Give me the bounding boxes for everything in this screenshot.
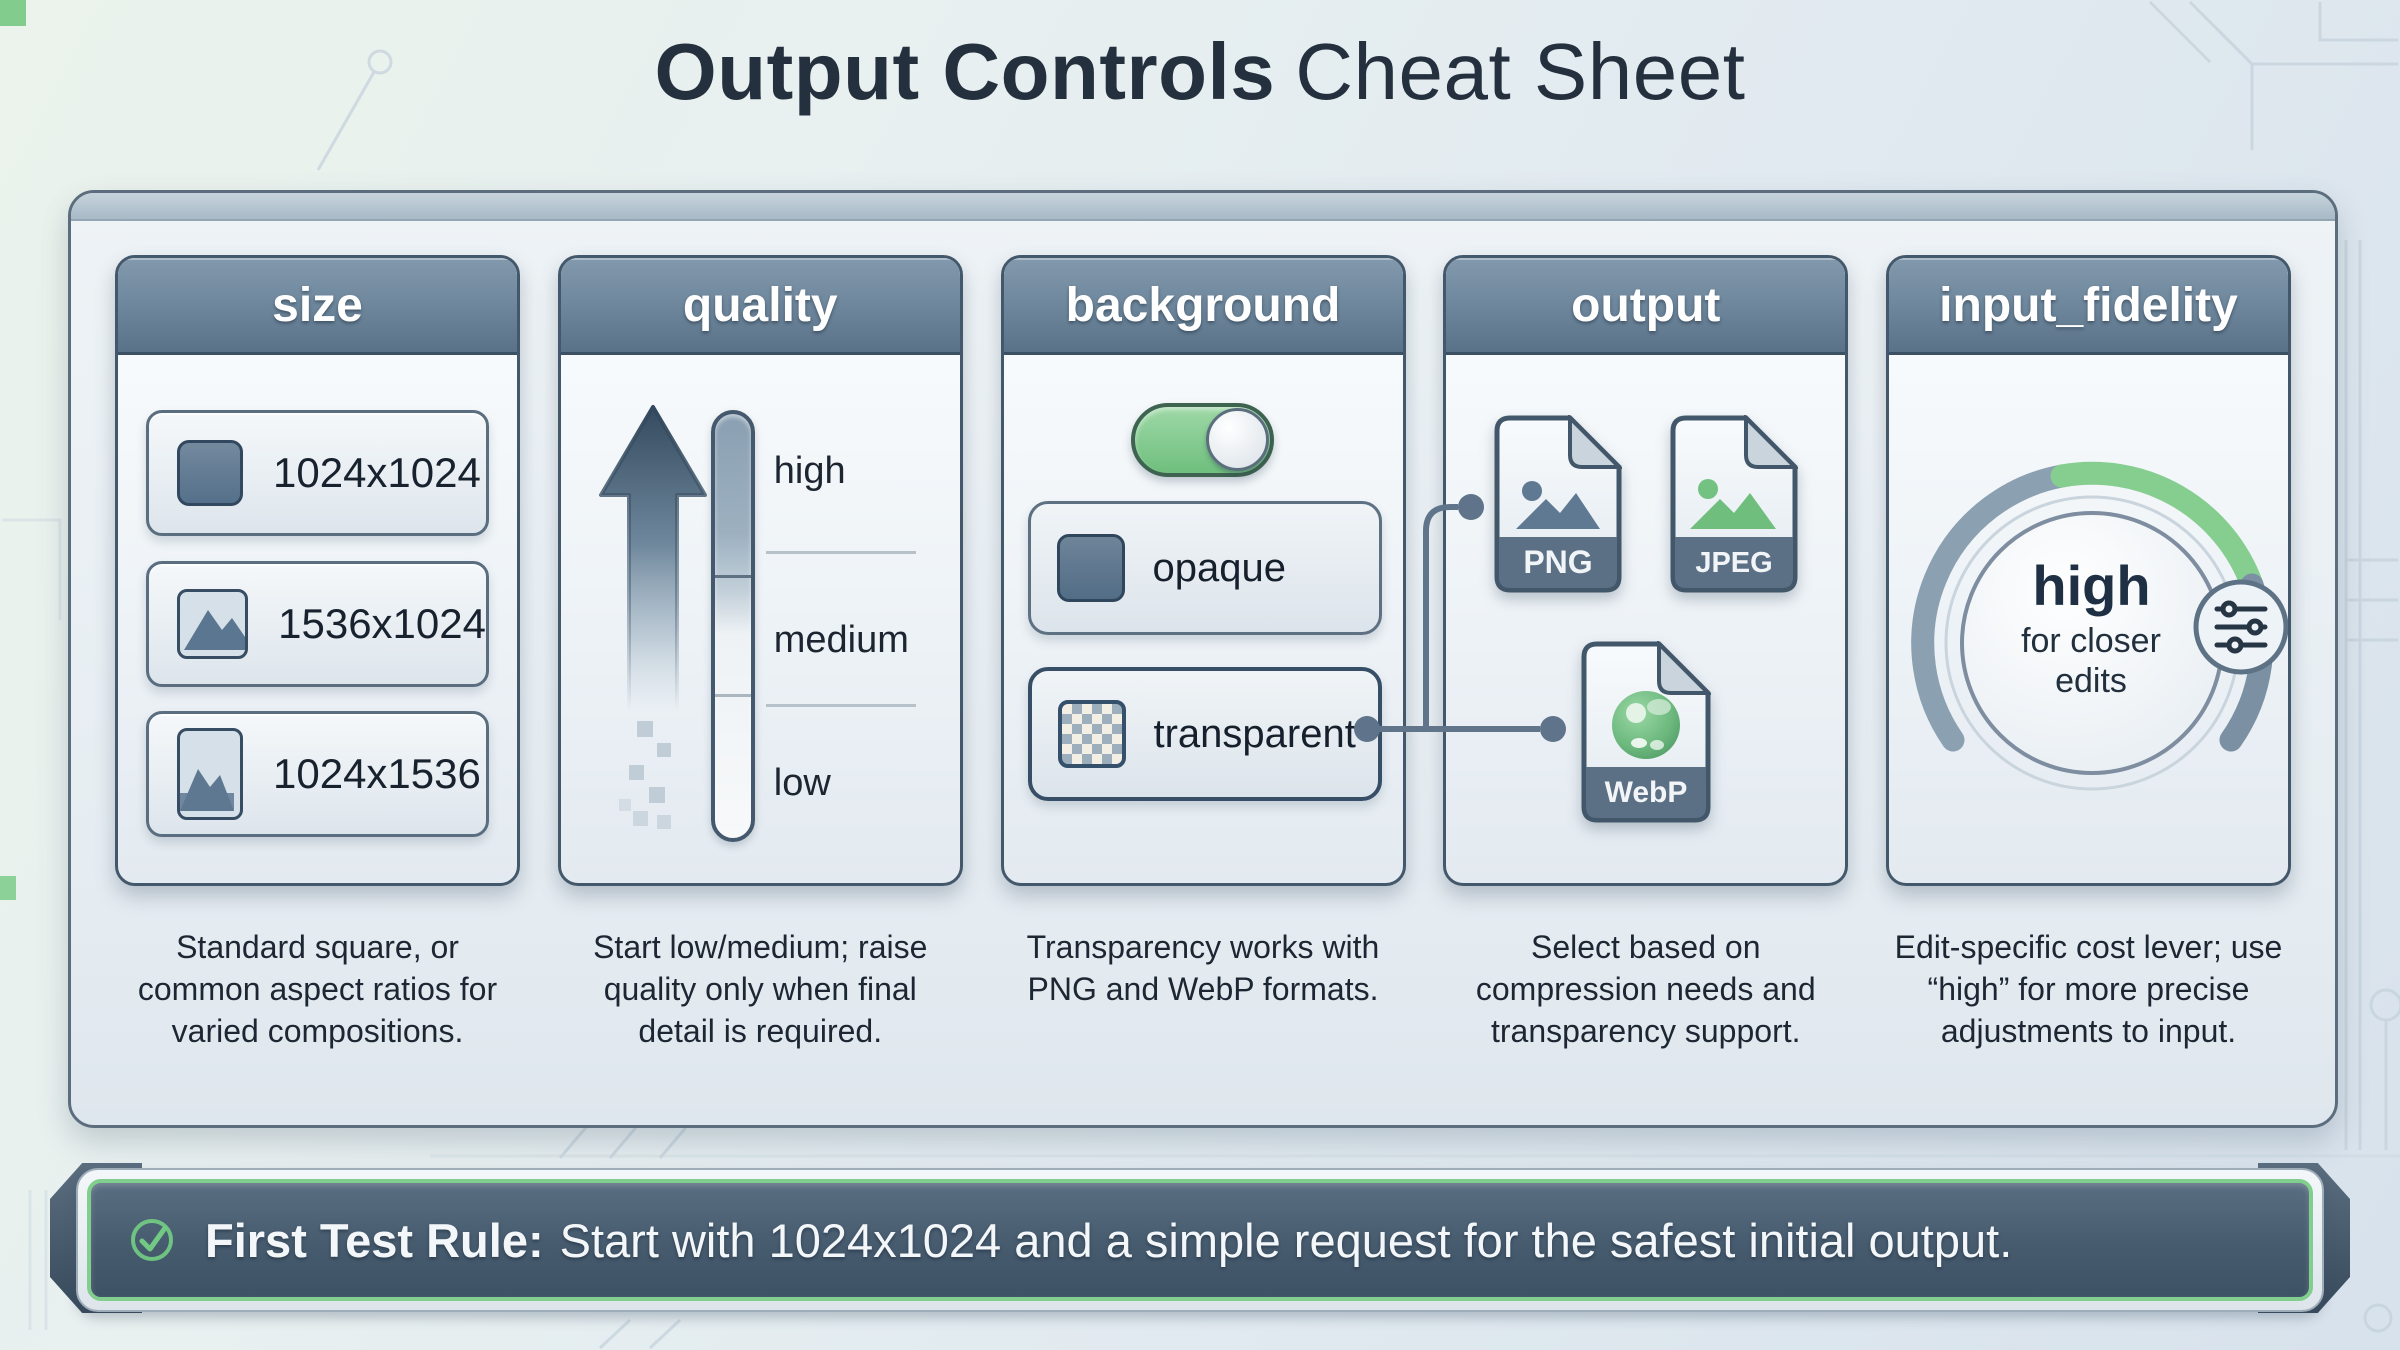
size-panel-body: 1024x1024 1536x1024 bbox=[118, 355, 517, 883]
input-fidelity-description: Edit-specific cost lever; use “high” for… bbox=[1894, 929, 2283, 1050]
svg-text:PNG: PNG bbox=[1523, 544, 1592, 580]
banner-inner: First Test Rule: Start with 1024x1024 and… bbox=[87, 1179, 2313, 1301]
format-icons-row: PNG JPEG bbox=[1446, 415, 1845, 593]
landscape-image-icon bbox=[177, 589, 249, 659]
fidelity-dial bbox=[1911, 461, 2288, 791]
up-arrow-icon bbox=[598, 405, 707, 829]
banner-rule-text: Start with 1024x1024 and a simple reques… bbox=[559, 1213, 2013, 1267]
background-panel: background opaque transparent bbox=[1000, 255, 1406, 886]
size-description: Standard square, or common aspect ratios… bbox=[137, 929, 498, 1050]
column-background: background opaque transparent bbox=[1000, 255, 1406, 1053]
page-title-strong: Output Controls bbox=[654, 27, 1276, 116]
column-output: output PNG bbox=[1443, 255, 1849, 1053]
quality-panel-header: quality bbox=[560, 258, 960, 355]
banner-rule-label: First Test Rule: bbox=[205, 1213, 544, 1267]
background-option-label: opaque bbox=[1152, 545, 1286, 590]
corner-green-pixel bbox=[0, 0, 26, 26]
svg-text:WebP: WebP bbox=[1604, 776, 1687, 809]
banner-text: First Test Rule: Start with 1024x1024 and… bbox=[205, 1213, 2012, 1268]
checkerboard-icon bbox=[1057, 700, 1126, 768]
column-quality: quality bbox=[557, 255, 963, 1053]
portrait-image-icon bbox=[177, 728, 243, 820]
sliders-badge-icon[interactable] bbox=[2193, 579, 2288, 675]
fidelity-value: high bbox=[2032, 554, 2151, 617]
background-description: Transparency works with PNG and WebP for… bbox=[1026, 929, 1380, 1008]
quality-panel: quality bbox=[557, 255, 963, 886]
quality-panel-body: high medium low bbox=[561, 355, 960, 883]
background-panel-body: opaque transparent bbox=[1004, 355, 1403, 883]
input-fidelity-panel-body: high for closer edits bbox=[1889, 355, 2288, 883]
background-header-label: background bbox=[1065, 278, 1341, 332]
columns-row: size 1024x1024 bbox=[71, 255, 2335, 1053]
size-panel: size 1024x1024 bbox=[115, 255, 520, 886]
fidelity-subtitle: for closer edits bbox=[2021, 622, 2161, 701]
output-header-label: output bbox=[1571, 278, 1721, 332]
output-panel-body: PNG JPEG bbox=[1446, 355, 1845, 883]
first-test-rule-banner: First Test Rule: Start with 1024x1024 and… bbox=[50, 1163, 2350, 1313]
jpeg-file-icon[interactable]: JPEG bbox=[1670, 415, 1798, 593]
input-fidelity-panel-header: input_fidelity bbox=[1889, 258, 2288, 355]
quality-level-low: low bbox=[773, 762, 831, 804]
webp-file-icon[interactable]: WebP bbox=[1581, 641, 1711, 823]
square-icon bbox=[177, 440, 243, 506]
quality-level-high: high bbox=[773, 450, 846, 492]
column-size: size 1024x1024 bbox=[115, 255, 520, 1053]
cheat-sheet-card: size 1024x1024 bbox=[68, 190, 2338, 1128]
output-description: Select based on compression needs and tr… bbox=[1475, 929, 1816, 1050]
solid-swatch-icon bbox=[1056, 534, 1125, 602]
size-option-label: 1024x1024 bbox=[273, 449, 481, 496]
edge-green-pixel bbox=[0, 876, 16, 900]
page-title-rest: Cheat Sheet bbox=[1295, 27, 1746, 116]
background-toggle[interactable] bbox=[1130, 403, 1274, 477]
background-option-transparent[interactable]: transparent bbox=[1027, 667, 1382, 801]
input-fidelity-header-label: input_fidelity bbox=[1939, 278, 2238, 332]
size-panel-header: size bbox=[118, 258, 517, 355]
card-top-bar bbox=[71, 193, 2335, 221]
size-option-label: 1024x1536 bbox=[273, 750, 481, 797]
size-header-label: size bbox=[272, 278, 363, 332]
check-circle-icon bbox=[131, 1219, 173, 1261]
quality-header-label: quality bbox=[682, 278, 838, 332]
divider bbox=[765, 704, 916, 707]
size-option-1536x1024[interactable]: 1536x1024 bbox=[146, 561, 489, 687]
toggle-knob bbox=[1205, 408, 1269, 471]
png-file-icon[interactable]: PNG bbox=[1494, 415, 1622, 593]
column-input-fidelity: input_fidelity bbox=[1886, 255, 2291, 1053]
divider bbox=[765, 551, 916, 554]
background-panel-header: background bbox=[1003, 258, 1403, 355]
input-fidelity-panel: input_fidelity bbox=[1886, 255, 2291, 886]
background-option-label: transparent bbox=[1153, 711, 1356, 756]
svg-text:JPEG: JPEG bbox=[1695, 547, 1772, 579]
size-option-1024x1536[interactable]: 1024x1536 bbox=[146, 711, 489, 837]
size-option-1024x1024[interactable]: 1024x1024 bbox=[146, 410, 489, 536]
background-option-opaque[interactable]: opaque bbox=[1027, 501, 1382, 635]
output-panel-header: output bbox=[1446, 258, 1846, 355]
quality-level-gauge[interactable] bbox=[710, 410, 755, 842]
quality-description: Start low/medium; raise quality only whe… bbox=[593, 929, 928, 1050]
quality-level-medium: medium bbox=[773, 619, 909, 661]
banner-capsule: First Test Rule: Start with 1024x1024 and… bbox=[76, 1168, 2324, 1312]
output-panel: output PNG bbox=[1443, 255, 1849, 886]
size-option-label: 1536x1024 bbox=[278, 600, 486, 647]
